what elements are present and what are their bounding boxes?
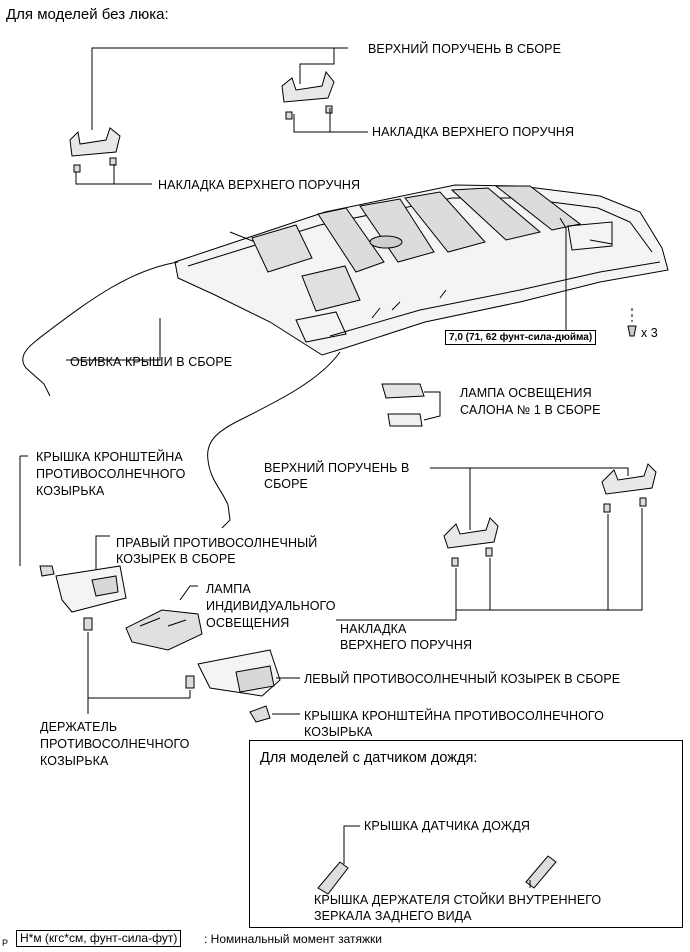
upper-grip-right-1 [443, 517, 499, 567]
label-upper-grip-cover: НАКЛАДКА ВЕРХНЕГО ПОРУЧНЯ [372, 125, 575, 139]
torque-value-box: 7,0 (71, 62 фунт-сила-дюйма) [445, 330, 597, 345]
label-visor-bracket-cover: КОЗЫРЬКА [36, 484, 105, 498]
left-visor-shape [197, 649, 281, 697]
label-grip-cover-right: ВЕРХНЕГО ПОРУЧНЯ [340, 638, 473, 652]
label-visor-holder: ДЕРЖАТЕЛЬ [40, 720, 118, 734]
label-visor-holder: КОЗЫРЬКА [40, 754, 109, 768]
label-upper-grip-assy-right: ВЕРХНИЙ ПОРУЧЕНЬ В [264, 461, 410, 475]
wire-harness-center [207, 351, 341, 529]
label-personal-lamp: ЛАМПА [206, 582, 251, 596]
label-upper-grip-assy-right: СБОРЕ [264, 477, 308, 491]
label-visor-bracket-cover: ПРОТИВОСОЛНЕЧНОГО [36, 467, 186, 481]
upper-grip-top [281, 70, 335, 120]
legend-unit-box: Н*м (кгс*см, фунт-сила-фут) [16, 930, 182, 947]
clip-count: x 3 [641, 326, 658, 340]
page-title: Для моделей без люка: [6, 6, 169, 23]
upper-grip-right-2 [601, 463, 657, 513]
label-room-lamp: ЛАМПА ОСВЕЩЕНИЯ [460, 386, 592, 400]
upper-grip-left [69, 127, 121, 173]
label-room-lamp: САЛОНА № 1 В СБОРЕ [460, 403, 601, 417]
roof-headlining-shape [174, 184, 669, 356]
rain-sensor-box [249, 740, 683, 928]
wire-harness-left [22, 261, 179, 397]
label-visor-bracket-cover-bottom: КРЫШКА КРОНШТЕЙНА ПРОТИВОСОЛНЕЧНОГО [304, 709, 604, 723]
legend-description: : Номинальный момент затяжки [204, 932, 382, 946]
right-visor-shape [55, 565, 127, 613]
label-mirror-stay-cover: ЗЕРКАЛА ЗАДНЕГО ВИДА [314, 909, 472, 923]
label-visor-bracket-cover-bottom: КОЗЫРЬКА [304, 725, 373, 739]
label-upper-grip-cover: НАКЛАДКА ВЕРХНЕГО ПОРУЧНЯ [158, 178, 361, 192]
label-rain-sensor-cover: КРЫШКА ДАТЧИКА ДОЖДЯ [364, 819, 531, 833]
label-right-visor: КОЗЫРЕК В СБОРЕ [116, 552, 236, 566]
label-mirror-stay-cover: КРЫШКА ДЕРЖАТЕЛЯ СТОЙКИ ВНУТРЕННЕГО [314, 893, 602, 907]
page-mark: P [2, 938, 9, 948]
label-right-visor: ПРАВЫЙ ПРОТИВОСОЛНЕЧНЫЙ [116, 536, 318, 550]
label-personal-lamp: ОСВЕЩЕНИЯ [206, 616, 290, 630]
label-upper-grip-assy: ВЕРХНИЙ ПОРУЧЕНЬ В СБОРЕ [368, 42, 562, 56]
label-left-visor: ЛЕВЫЙ ПРОТИВОСОЛНЕЧНЫЙ КОЗЫРЕК В СБОРЕ [304, 672, 621, 686]
label-visor-bracket-cover: КРЫШКА КРОНШТЕЙНА [36, 450, 183, 464]
room-lamp-shape [381, 383, 441, 427]
label-personal-lamp: ИНДИВИДУАЛЬНОГО [206, 599, 336, 613]
label-roof-headlining: ОБИВКА КРЫШИ В СБОРЕ [70, 355, 233, 369]
personal-lamp-shape [125, 609, 203, 651]
label-visor-holder: ПРОТИВОСОЛНЕЧНОГО [40, 737, 190, 751]
rain-sensor-title: Для моделей с датчиком дождя: [260, 750, 478, 766]
label-grip-cover-right: НАКЛАДКА [340, 622, 407, 636]
